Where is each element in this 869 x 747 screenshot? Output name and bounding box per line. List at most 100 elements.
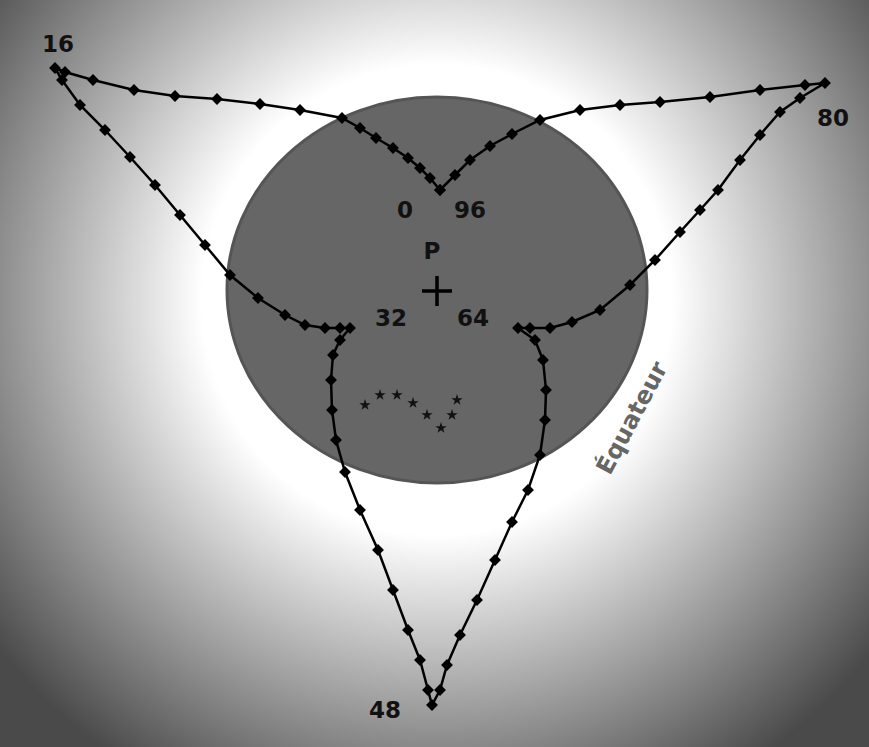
track-marker (694, 204, 706, 216)
track-marker (534, 114, 546, 126)
track-marker (544, 322, 556, 334)
track-marker (325, 374, 337, 386)
star (391, 389, 402, 400)
track-marker (484, 140, 496, 152)
time-label: 0 (397, 199, 413, 222)
star (446, 409, 457, 420)
track-marker (402, 152, 414, 164)
star (407, 397, 418, 408)
star (435, 422, 446, 433)
track-marker (539, 414, 551, 426)
track-marker (434, 184, 446, 196)
equator-disc (227, 97, 647, 483)
track-marker (537, 354, 549, 366)
track-marker (299, 319, 311, 331)
track-marker (471, 594, 483, 606)
track-marker (540, 384, 552, 396)
track-marker (529, 334, 541, 346)
star (374, 389, 385, 400)
track-marker (424, 172, 436, 184)
track-marker (414, 162, 426, 174)
time-label: 80 (817, 107, 849, 130)
track-marker (464, 154, 476, 166)
track-marker (336, 112, 348, 124)
time-label: 64 (457, 307, 489, 330)
star (421, 409, 432, 420)
track-marker (704, 91, 716, 103)
track-marker (489, 554, 501, 566)
track-marker (99, 124, 111, 136)
time-label: 48 (369, 699, 401, 722)
track-marker (370, 132, 382, 144)
track-marker (74, 99, 86, 111)
track-marker (426, 699, 438, 711)
track-marker (279, 309, 291, 321)
track-marker (524, 322, 536, 334)
track-marker (794, 92, 806, 104)
track-marker (319, 322, 331, 334)
track-marker (506, 516, 518, 528)
track-marker (422, 684, 434, 696)
track-marker (339, 466, 351, 478)
track-marker (252, 292, 264, 304)
time-label: 16 (42, 33, 74, 56)
track-marker (819, 77, 831, 89)
track-marker (87, 74, 99, 86)
track-marker (326, 404, 338, 416)
star (359, 399, 370, 410)
track-marker (354, 122, 366, 134)
track-marker (574, 104, 586, 116)
track-marker (566, 316, 578, 328)
track-marker (149, 179, 161, 191)
track-marker (224, 269, 236, 281)
track-marker (506, 128, 518, 140)
track-marker (372, 544, 384, 556)
star (451, 394, 462, 405)
track-marker (594, 304, 606, 316)
track-marker (354, 504, 366, 516)
track-marker (387, 584, 399, 596)
track-marker (211, 93, 223, 105)
track-marker (334, 334, 346, 346)
track-marker (624, 279, 636, 291)
track-marker (449, 169, 461, 181)
cross-line (435, 276, 439, 306)
track-marker (712, 184, 724, 196)
track-marker (754, 84, 766, 96)
track-marker (522, 484, 534, 496)
track-marker (199, 239, 211, 251)
track-marker (387, 142, 399, 154)
track-marker (614, 99, 626, 111)
track-marker (169, 90, 181, 102)
track-marker (56, 74, 68, 86)
track-marker (649, 254, 661, 266)
track-marker (294, 104, 306, 116)
track-marker (124, 151, 136, 163)
pole-cross (422, 276, 452, 306)
track-marker (454, 629, 466, 641)
track-marker (254, 98, 266, 110)
track-marker (344, 322, 356, 334)
track-marker (654, 96, 666, 108)
pole-track (49, 62, 831, 711)
track-marker (441, 659, 453, 671)
track-marker (327, 349, 339, 361)
track-marker (799, 79, 811, 91)
track-marker (128, 84, 140, 96)
track-marker (434, 184, 446, 196)
track-line (55, 68, 825, 705)
track-marker (674, 226, 686, 238)
track-marker (774, 106, 786, 118)
track-marker (512, 322, 524, 334)
track-marker (734, 154, 746, 166)
track-marker (49, 62, 61, 74)
pole-label: P (424, 240, 441, 263)
time-label: 96 (454, 199, 486, 222)
track-marker (414, 654, 426, 666)
constellation (359, 389, 462, 433)
track-marker (402, 624, 414, 636)
time-label: 32 (375, 307, 407, 330)
